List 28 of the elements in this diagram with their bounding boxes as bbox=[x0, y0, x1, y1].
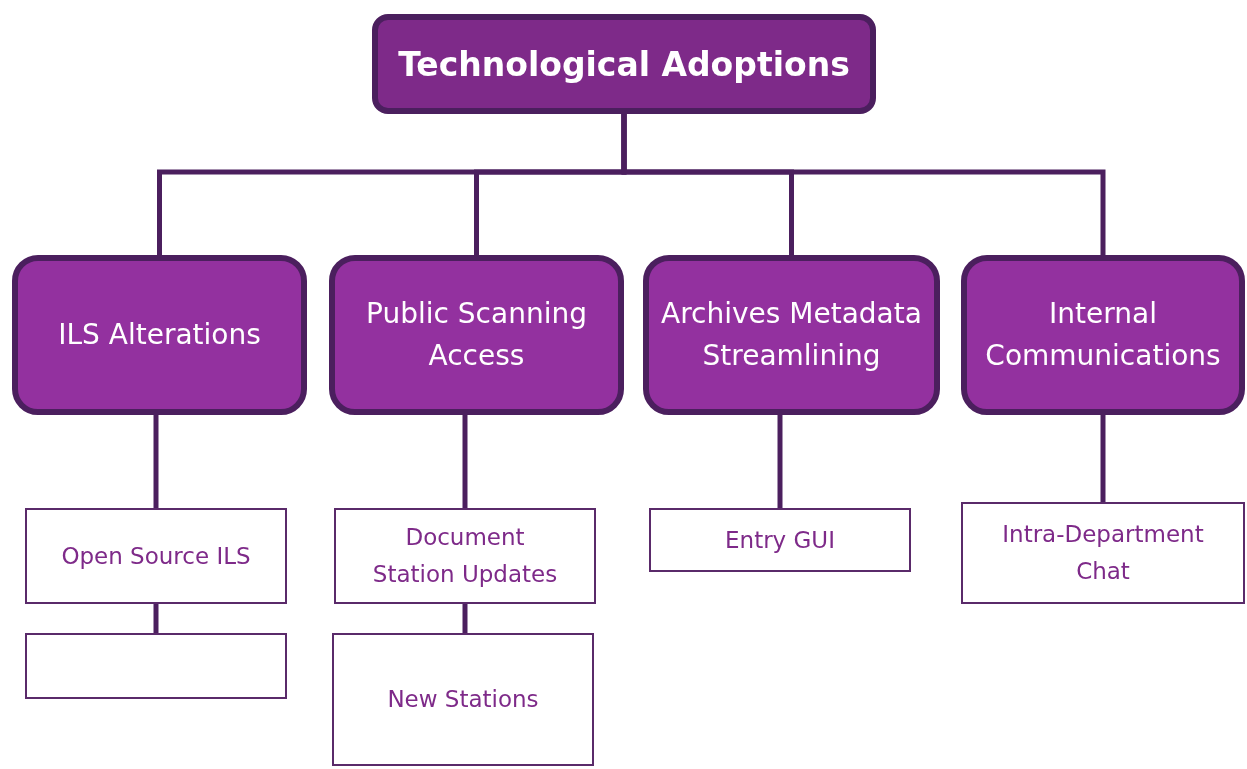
label-text: ILS Alterations bbox=[58, 317, 261, 353]
item-box bbox=[334, 508, 596, 604]
label-text: New Stations bbox=[387, 685, 539, 715]
connector-line bbox=[1100, 415, 1106, 502]
label-text: Open Source ILS bbox=[61, 541, 251, 571]
empty-item-box bbox=[25, 633, 287, 699]
category-box bbox=[329, 255, 624, 415]
category-box bbox=[961, 255, 1245, 415]
title-text: Technological Adoptions bbox=[398, 44, 850, 84]
item-box bbox=[332, 633, 594, 766]
connector-line bbox=[462, 415, 468, 508]
category-box bbox=[643, 255, 940, 415]
connector-line bbox=[621, 114, 1106, 255]
category-box bbox=[12, 255, 307, 415]
label-text: Entry GUI bbox=[725, 525, 835, 555]
item-box bbox=[25, 508, 287, 604]
item-box bbox=[649, 508, 911, 572]
connector-line bbox=[777, 415, 783, 508]
label-text: Document Station Updates bbox=[371, 523, 559, 589]
connector-line bbox=[462, 604, 468, 633]
label-text: Internal Communications bbox=[984, 296, 1222, 374]
title-box bbox=[372, 14, 876, 114]
connector-line bbox=[153, 604, 159, 633]
label-text: Intra-Department Chat bbox=[1001, 520, 1205, 586]
label-text: Archives Metadata Streamlining bbox=[660, 296, 923, 374]
item-box bbox=[961, 502, 1245, 604]
connector-line bbox=[153, 415, 159, 508]
label-text: Public Scanning Access bbox=[365, 296, 588, 374]
